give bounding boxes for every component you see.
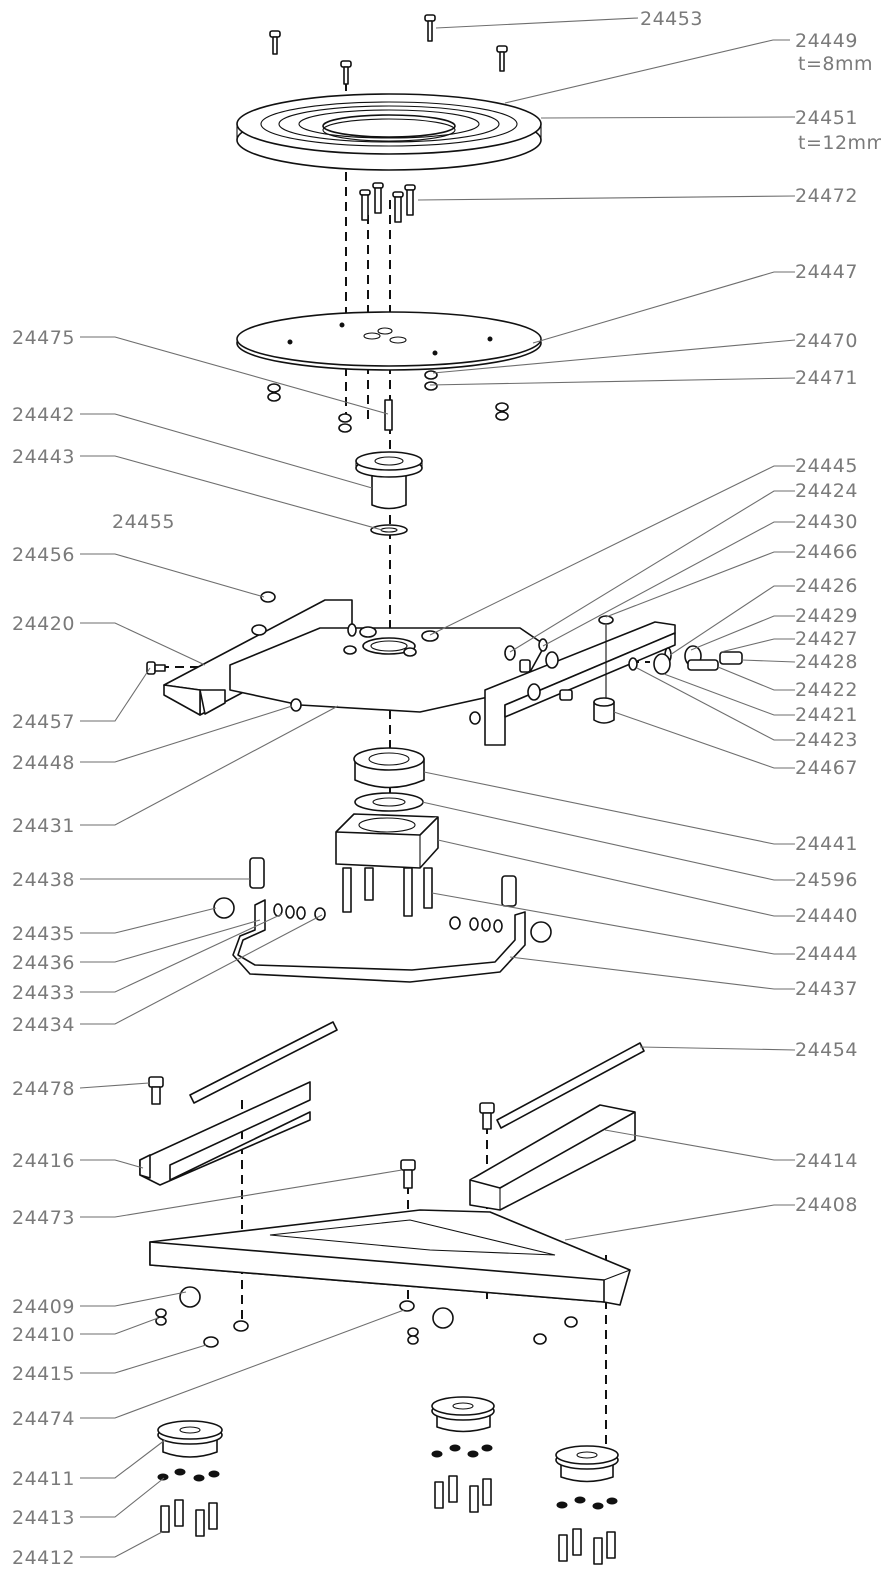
callout-24467: 24467 — [795, 757, 858, 779]
callout-24478: 24478 — [12, 1078, 75, 1100]
callout-labels: 24453 24449 t=8mm 24451 t=12mm 24472 244… — [12, 8, 881, 1569]
bracket-24416 — [139, 1081, 311, 1186]
callout-24431: 24431 — [12, 815, 75, 837]
pin-24475 — [384, 399, 393, 431]
base-plate-24447 — [236, 311, 542, 371]
callout-24474: 24474 — [12, 1408, 75, 1430]
callout-24440: 24440 — [795, 905, 858, 927]
callout-24414: 24414 — [795, 1150, 858, 1172]
callout-24449: 24449 — [795, 30, 858, 52]
leader-lines — [79, 17, 796, 1558]
callout-24415: 24415 — [12, 1363, 75, 1385]
callout-24421: 24421 — [795, 704, 858, 726]
springs-24438 — [249, 857, 517, 907]
hub-24442 — [355, 451, 423, 536]
bolts-24478-24473 — [148, 1076, 495, 1189]
base-24408 — [149, 1209, 631, 1348]
callout-24438: 24438 — [12, 869, 75, 891]
callout-24471: 24471 — [795, 367, 858, 389]
callout-24434: 24434 — [12, 1014, 75, 1036]
block-24440 — [335, 813, 439, 869]
callout-24443: 24443 — [12, 446, 75, 468]
callout-24447: 24447 — [795, 261, 858, 283]
bolts-24412 — [160, 1475, 616, 1565]
callout-24435: 24435 — [12, 923, 75, 945]
callout-24451: 24451 — [795, 107, 858, 129]
callout-24428: 24428 — [795, 651, 858, 673]
callout-24473: 24473 — [12, 1207, 75, 1229]
callout-24441: 24441 — [795, 833, 858, 855]
callout-24408: 24408 — [795, 1194, 858, 1216]
callout-24411: 24411 — [12, 1468, 75, 1490]
callout-24433: 24433 — [12, 982, 75, 1004]
bracket-24414 — [469, 1104, 636, 1211]
callout-24416: 24416 — [12, 1150, 75, 1172]
callout-24442: 24442 — [12, 404, 75, 426]
callout-24455: 24455 — [112, 511, 175, 533]
callout-24437: 24437 — [795, 978, 858, 1000]
callout-24429: 24429 — [795, 605, 858, 627]
callout-24451-note: t=12mm — [798, 132, 881, 154]
callout-24420: 24420 — [12, 613, 75, 635]
callout-24466: 24466 — [795, 541, 858, 563]
callout-24453: 24453 — [640, 8, 703, 30]
callout-24424: 24424 — [795, 480, 858, 502]
callout-24430: 24430 — [795, 511, 858, 533]
callout-24449-note: t=8mm — [798, 53, 873, 75]
bolts-24444 — [342, 867, 433, 917]
callout-24427: 24427 — [795, 628, 858, 650]
top-screws-24453 — [269, 14, 508, 85]
feet-24411 — [157, 1396, 619, 1483]
callout-24475: 24475 — [12, 327, 75, 349]
washer-24596 — [354, 792, 424, 812]
callout-24412: 24412 — [12, 1547, 75, 1569]
callout-24409: 24409 — [12, 1296, 75, 1318]
callout-24423: 24423 — [795, 729, 858, 751]
washers-24413 — [157, 1444, 618, 1510]
callout-24470: 24470 — [795, 330, 858, 352]
callout-24445: 24445 — [795, 455, 858, 477]
callout-24426: 24426 — [795, 575, 858, 597]
bearing-24441 — [353, 747, 425, 789]
pins-24472 — [359, 182, 416, 223]
frame-24420 — [146, 591, 743, 746]
callout-24457: 24457 — [12, 711, 75, 733]
callout-24596: 24596 — [795, 869, 858, 891]
u-frame-24437 — [213, 897, 552, 983]
callout-24436: 24436 — [12, 952, 75, 974]
turntable-rings — [236, 93, 542, 171]
callout-24413: 24413 — [12, 1507, 75, 1529]
callout-24448: 24448 — [12, 752, 75, 774]
rods-24454 — [189, 1021, 645, 1129]
callout-24456: 24456 — [12, 544, 75, 566]
callout-24444: 24444 — [795, 943, 858, 965]
callout-24422: 24422 — [795, 679, 858, 701]
callout-24472: 24472 — [795, 185, 858, 207]
callout-24410: 24410 — [12, 1324, 75, 1346]
callout-24454: 24454 — [795, 1039, 858, 1061]
